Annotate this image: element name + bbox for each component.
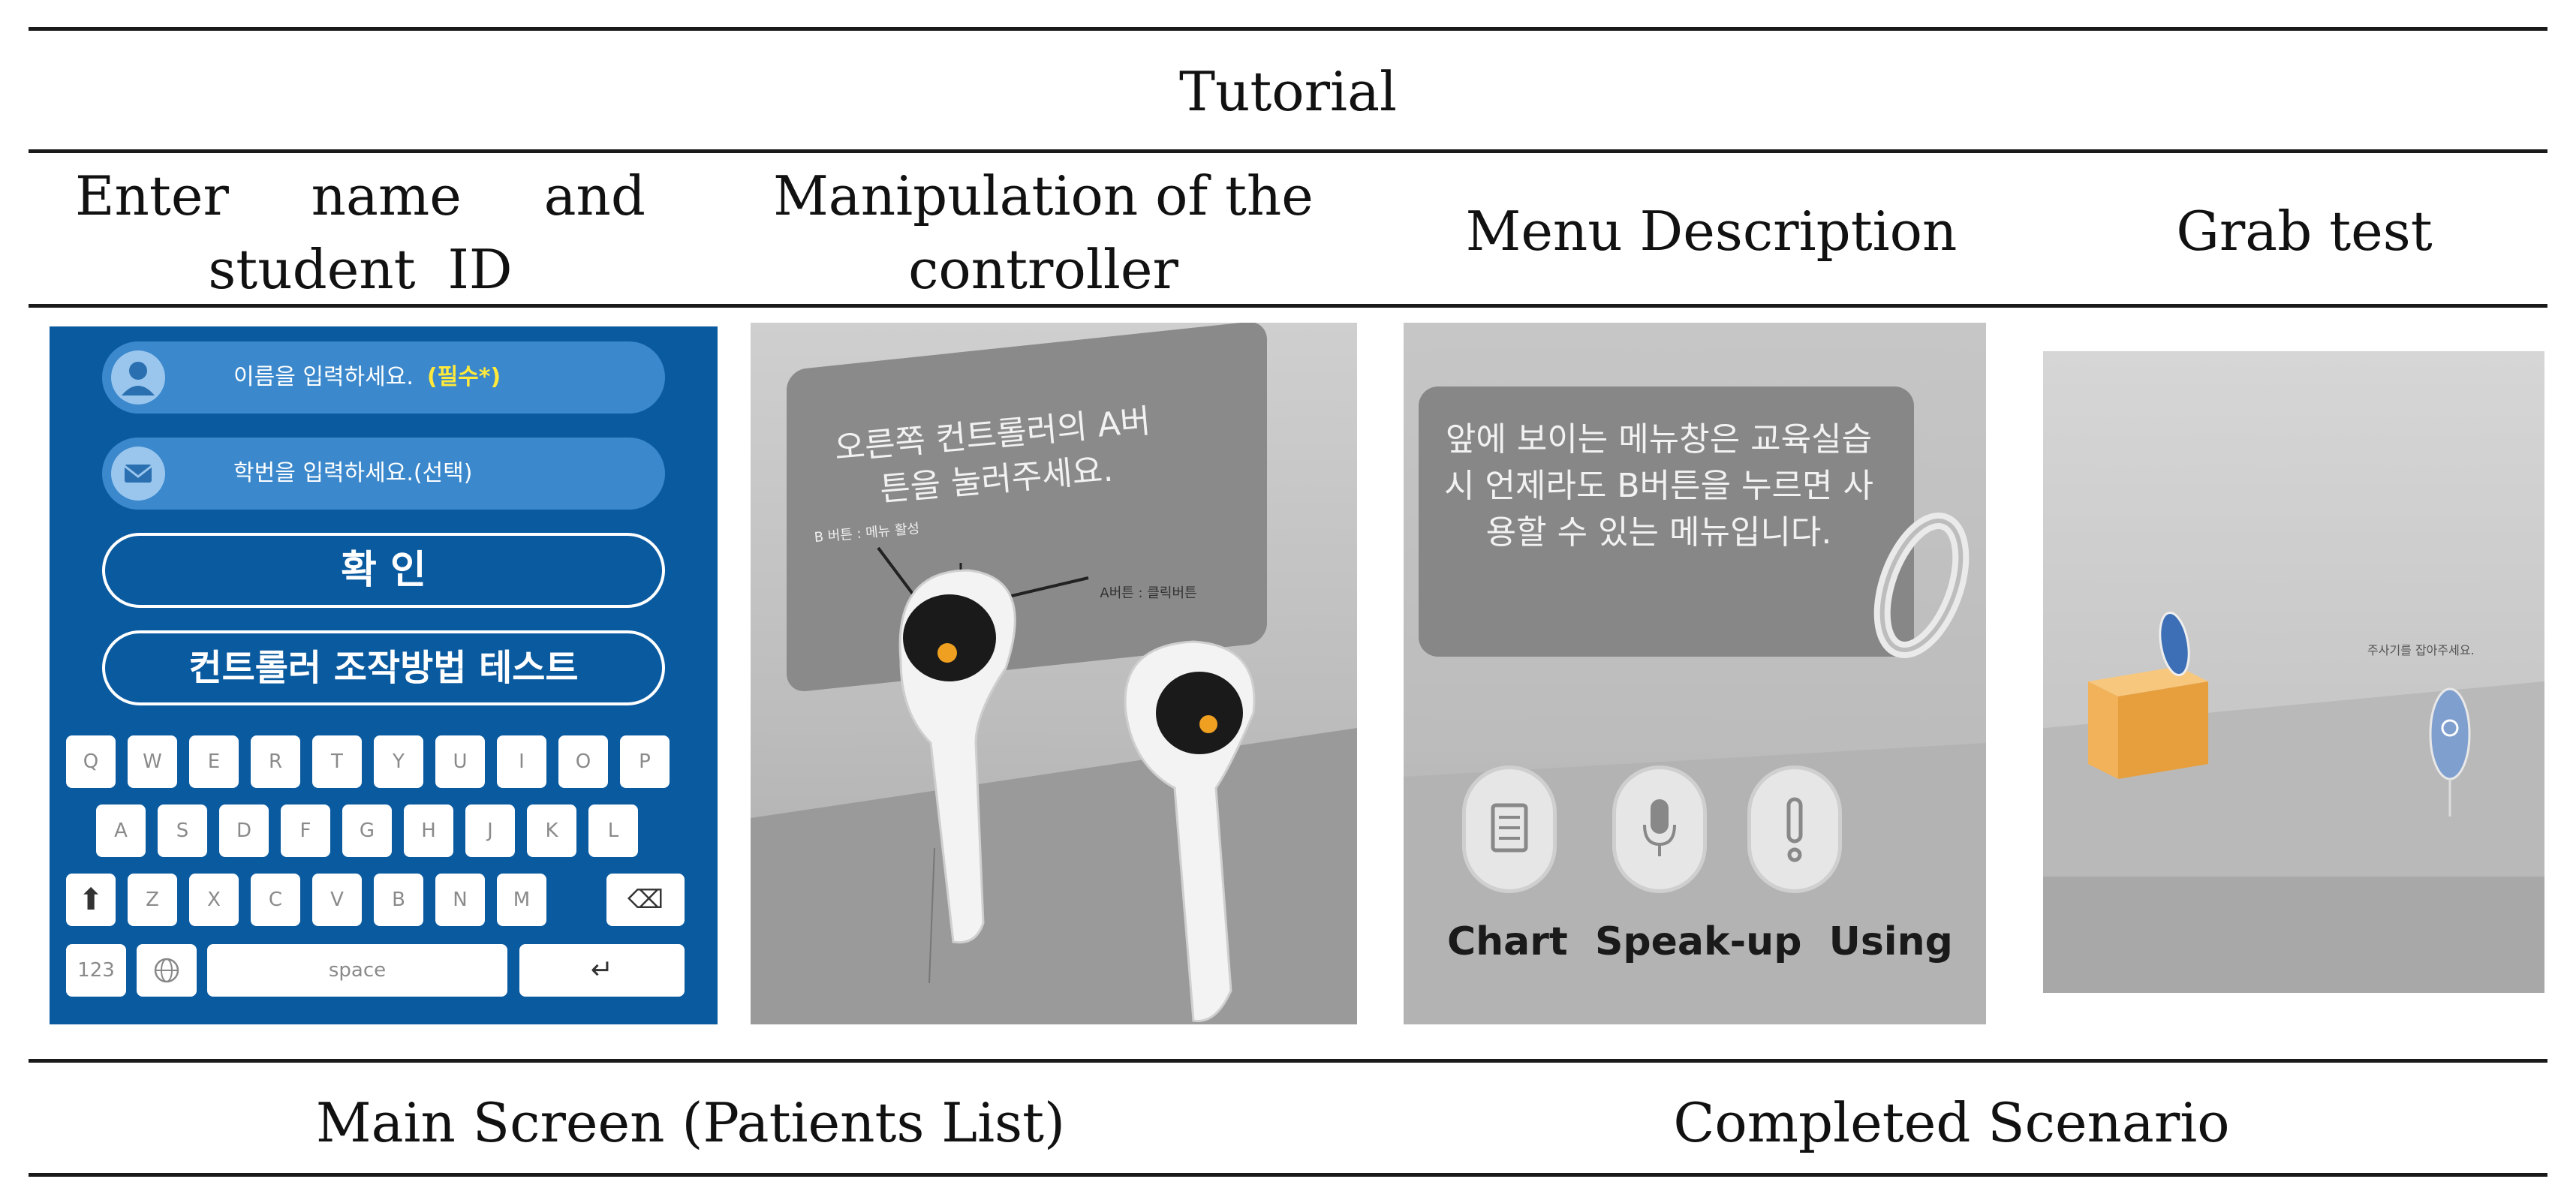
table-title: Tutorial — [1178, 60, 1398, 123]
column-header-menu: Menu Description — [1465, 200, 1958, 263]
name-input[interactable]: 이름을 입력하세요. (필수*) — [102, 341, 665, 414]
grab-box — [2088, 612, 2208, 779]
key-i[interactable]: I — [497, 735, 546, 788]
microphone-icon — [1643, 799, 1676, 856]
key-z[interactable]: Z — [128, 874, 177, 926]
main-screen-caption: Main Screen (Patients List) — [315, 1091, 1066, 1154]
using-menu-button[interactable] — [1747, 765, 1842, 893]
login-screenshot: 이름을 입력하세요. (필수*) 학번을 입력하세요.(선택) 확 인 컨트롤러 … — [50, 326, 718, 1024]
id-placeholder: 학번을 입력하세요.(선택) — [233, 460, 473, 486]
grab-test-screenshot: 주사기를 잡아주세요. — [2043, 351, 2544, 993]
exclamation-icon — [1786, 797, 1803, 862]
menu-screenshot: 앞에 보이는 메뉴창은 교육실습시 언제라도 B버튼을 누르면 사용할 수 있는… — [1404, 323, 1986, 1024]
key-v[interactable]: V — [312, 874, 362, 926]
grab-hint-text: 주사기를 잡아주세요. — [2367, 643, 2475, 657]
confirm-button[interactable]: 확 인 — [102, 533, 665, 608]
globe-key[interactable] — [137, 944, 197, 997]
controller-test-button[interactable]: 컨트롤러 조작방법 테스트 — [102, 630, 665, 705]
key-m[interactable]: M — [497, 874, 546, 926]
key-x[interactable]: X — [189, 874, 239, 926]
speak-up-menu-button[interactable] — [1612, 765, 1707, 893]
key-r[interactable]: R — [251, 735, 300, 788]
caption-rule — [29, 304, 2547, 308]
key-e[interactable]: E — [189, 735, 239, 788]
footer-top-rule — [29, 1059, 2547, 1063]
key-a[interactable]: A — [96, 805, 146, 857]
space-key[interactable]: space — [207, 944, 507, 997]
chart-icon — [1491, 803, 1528, 853]
key-t[interactable]: T — [312, 735, 362, 788]
name-placeholder: 이름을 입력하세요. — [233, 364, 414, 390]
controllers-illustration — [877, 546, 1256, 1022]
key-q[interactable]: Q — [66, 735, 116, 788]
controller-ring-icon — [1873, 513, 1970, 658]
envelope-icon — [111, 447, 165, 501]
key-u[interactable]: U — [435, 735, 485, 788]
key-c[interactable]: C — [251, 874, 300, 926]
header-rule — [29, 149, 2547, 153]
top-rule — [29, 27, 2547, 31]
completed-scenario-caption: Completed Scenario — [1673, 1091, 2230, 1154]
bottom-rule — [29, 1173, 2547, 1177]
menu-labels: Chart Speak-up Using — [1447, 919, 1953, 964]
key-k[interactable]: K — [527, 805, 576, 857]
key-j[interactable]: J — [465, 805, 515, 857]
key-l[interactable]: L — [588, 805, 638, 857]
required-tag: (필수*) — [426, 364, 501, 390]
shift-key[interactable]: ⬆ — [66, 874, 116, 926]
label-a-button: A버튼 : 클릭버튼 — [1100, 585, 1197, 601]
menu-description-text: 앞에 보이는 메뉴창은 교육실습시 언제라도 B버튼을 누르면 사용할 수 있는… — [1444, 420, 1873, 552]
key-d[interactable]: D — [219, 805, 269, 857]
backspace-key[interactable]: ⌫ — [606, 874, 685, 926]
student-id-input[interactable]: 학번을 입력하세요.(선택) — [102, 438, 665, 510]
key-g[interactable]: G — [342, 805, 392, 857]
numbers-key[interactable]: 123 — [66, 944, 126, 997]
user-icon — [111, 350, 165, 405]
column-header-controller: Manipulation of the controller — [773, 164, 1314, 301]
column-header-enter-name: Enter name and student ID — [75, 164, 646, 301]
key-w[interactable]: W — [128, 735, 177, 788]
column-header-grab: Grab test — [2176, 200, 2433, 263]
menu-description-panel — [1419, 386, 1914, 657]
return-key[interactable]: ↵ — [519, 944, 685, 997]
controller-screenshot: 오른쪽 컨트롤러의 A버튼을 눌러주세요. B 버튼 : 메뉴 활성 A버튼 :… — [751, 323, 1357, 1024]
key-p[interactable]: P — [620, 735, 670, 788]
key-o[interactable]: O — [558, 735, 608, 788]
key-n[interactable]: N — [435, 874, 485, 926]
key-s[interactable]: S — [158, 805, 207, 857]
key-b[interactable]: B — [374, 874, 423, 926]
table-edge — [2043, 877, 2544, 993]
key-f[interactable]: F — [281, 805, 330, 857]
syringe-target-icon — [2429, 687, 2471, 817]
key-y[interactable]: Y — [374, 735, 423, 788]
key-h[interactable]: H — [404, 805, 453, 857]
chart-menu-button[interactable] — [1462, 765, 1557, 893]
